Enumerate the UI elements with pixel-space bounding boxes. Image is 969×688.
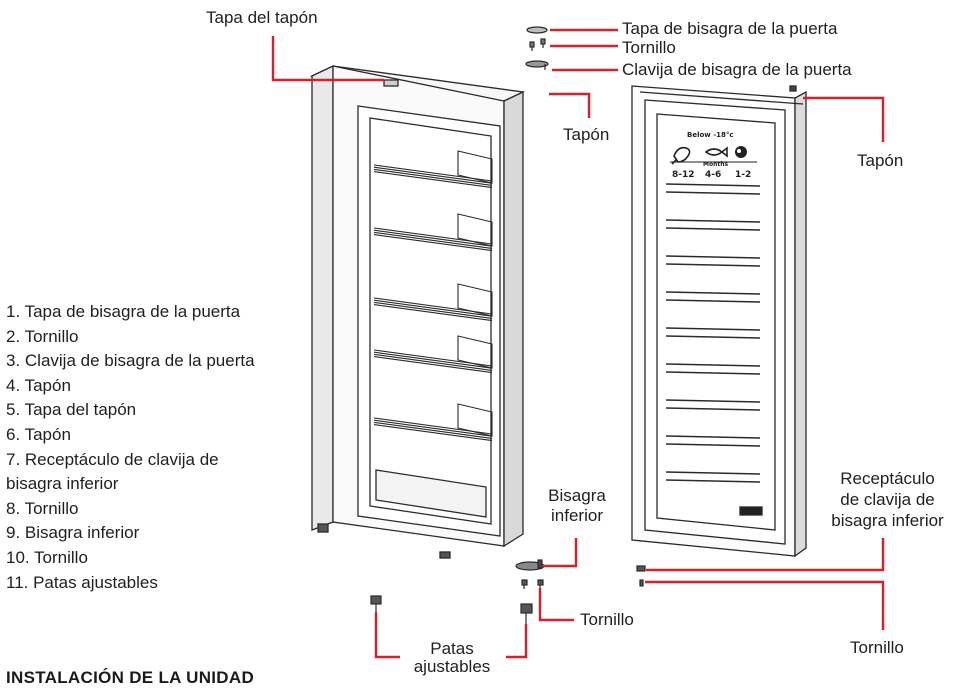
callout-receptaculo-line-3: bisagra inferior	[831, 511, 944, 530]
callout-receptaculo: Receptáculo de clavija de bisagra inferi…	[815, 468, 960, 531]
door-stripe	[665, 435, 761, 439]
door-stripe	[665, 183, 761, 187]
bottom-hinge-part	[515, 559, 545, 571]
parts-list-item: 11. Patas ajustables	[6, 572, 158, 592]
door-hinge-pin-part	[525, 60, 549, 70]
leader-receptaculo	[646, 538, 885, 572]
leader-patas	[374, 612, 400, 659]
door-stripe	[665, 399, 761, 403]
parts-list-item: bisagra inferior	[6, 474, 119, 494]
callout-tapa-bisagra-puerta: Tapa de bisagra de la puerta	[622, 19, 838, 38]
leader-patas-center	[506, 624, 528, 659]
bottom-screws-part	[521, 579, 544, 589]
shelf	[373, 150, 493, 189]
callout-clavija-bisagra-puerta: Clavija de bisagra de la puerta	[622, 60, 852, 79]
leader-tapon-center	[549, 92, 591, 118]
shelf	[373, 283, 493, 322]
shelf	[373, 403, 493, 442]
door-stripe	[665, 443, 761, 447]
leader-tornillo-bottom	[538, 588, 574, 622]
door-stripe	[665, 371, 761, 375]
vegetable-icon	[735, 146, 747, 158]
storage-range-fish: 4-6	[705, 170, 721, 180]
parts-list-item: 2. Tornillo	[6, 326, 79, 346]
parts-list-item: 9. Bisagra inferior	[6, 523, 140, 543]
storage-range-meat: 8-12	[672, 170, 695, 180]
callout-bisagra-line-1: Bisagra	[548, 486, 606, 505]
storage-range-vegetable: 1-2	[735, 170, 751, 180]
callout-tapa-del-tapon: Tapa del tapón	[206, 8, 318, 27]
adjustable-foot-center-part	[520, 603, 533, 624]
callout-bisagra-line-2: inferior	[551, 506, 603, 525]
door-stripe	[665, 219, 761, 223]
bottom-hinge-receptacle-part	[636, 565, 646, 587]
parts-list-item: 7. Receptáculo de clavija de	[6, 449, 219, 469]
leader-tornillo-right	[645, 580, 885, 630]
leader-tapa-del-tapon	[271, 36, 384, 82]
door-stripe	[665, 227, 761, 231]
callout-patas-ajustables: Patas ajustables	[402, 640, 502, 676]
door-stripe	[665, 191, 761, 195]
door-stripe	[665, 363, 761, 367]
parts-list-item: 4. Tapón	[6, 375, 71, 395]
shelf	[373, 335, 493, 374]
door-stripe	[665, 263, 761, 267]
parts-list-item: 6. Tapón	[6, 424, 71, 444]
shelf	[373, 213, 493, 252]
callout-tapon-center: Tapón	[563, 125, 610, 144]
callout-bisagra-inferior: Bisagra inferior	[546, 486, 608, 526]
door-stripe	[665, 479, 761, 483]
section-heading: INSTALACIÓN DE LA UNIDAD	[6, 668, 255, 687]
door-stripe	[665, 471, 761, 475]
callout-patas-line-2: ajustables	[413, 657, 491, 676]
callout-tornillo-top: Tornillo	[622, 38, 676, 57]
door	[631, 85, 807, 558]
door-stripe	[665, 291, 761, 295]
door-ventilation-stripes	[665, 183, 761, 483]
callout-patas-line-1: Patas	[430, 639, 474, 658]
fish-icon	[704, 146, 728, 158]
callout-tapon-right: Tapón	[857, 151, 904, 170]
door-stripe	[665, 327, 761, 331]
cabinet-shelves	[373, 150, 493, 442]
callout-tornillo-right: Tornillo	[850, 638, 904, 657]
adjustable-foot-left-part	[370, 595, 382, 612]
parts-list-item: 3. Clavija de bisagra de la puerta	[6, 351, 255, 371]
callout-tornillo-bottom: Tornillo	[580, 610, 634, 629]
leader-bisagra-inferior	[542, 538, 578, 568]
parts-list-item: 5. Tapa del tapón	[6, 400, 137, 420]
door-stripe	[665, 335, 761, 339]
door-stripe	[665, 299, 761, 303]
parts-list-item: 1. Tapa de bisagra de la puerta	[6, 302, 241, 321]
freezer-storage-chart: Below -18°c Months 8-12 4-6 1-2	[670, 131, 757, 180]
door-hinge-cap-part	[526, 26, 548, 34]
parts-list-item: 8. Tornillo	[6, 498, 79, 518]
storage-temperature-heading: Below -18°c	[687, 131, 734, 139]
leader-tapon-right	[803, 96, 885, 142]
callout-receptaculo-line-1: Receptáculo	[840, 469, 935, 488]
parts-list-item: 10. Tornillo	[6, 547, 88, 567]
fridge-cabinet	[309, 64, 526, 559]
callout-leader-lines	[271, 28, 885, 659]
top-screws-part	[529, 38, 546, 51]
door-stripe	[665, 407, 761, 411]
callout-receptaculo-line-2: de clavija de	[840, 490, 935, 509]
storage-months-label: Months	[703, 161, 729, 168]
parts-list: 1. Tapa de bisagra de la puerta 2. Torni…	[6, 300, 255, 595]
door-stripe	[665, 255, 761, 259]
